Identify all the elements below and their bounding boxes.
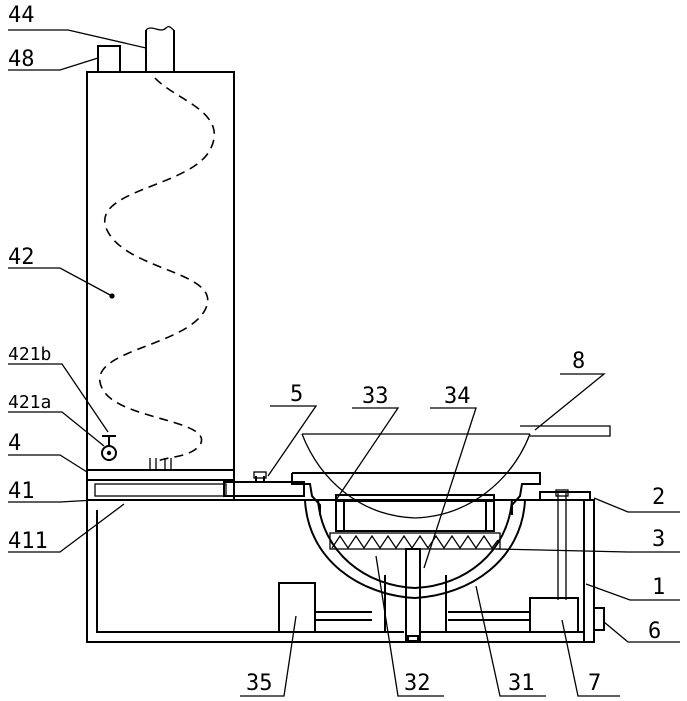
box-35: [279, 583, 315, 632]
label-411: 411: [8, 529, 48, 554]
tank-42: [87, 27, 234, 470]
coil-dashed: [100, 78, 215, 462]
label-34: 34: [444, 384, 471, 409]
label-32: 32: [404, 671, 431, 696]
label-3: 3: [652, 527, 665, 552]
box-7: [530, 598, 578, 632]
label-35: 35: [246, 671, 273, 696]
label-42: 42: [8, 245, 35, 270]
label-44: 44: [8, 3, 35, 28]
label-421a: 421a: [8, 392, 51, 413]
label-6: 6: [648, 619, 661, 644]
label-421b: 421b: [8, 344, 51, 365]
burner-assembly: [292, 426, 610, 642]
label-1: 1: [652, 575, 665, 600]
label-48: 48: [8, 47, 35, 72]
label-7: 7: [588, 671, 601, 696]
label-2: 2: [652, 485, 665, 510]
label-33: 33: [362, 384, 389, 409]
label-31: 31: [508, 671, 535, 696]
label-8: 8: [572, 349, 585, 374]
valve: [102, 436, 116, 460]
label-41: 41: [8, 479, 35, 504]
label-5: 5: [290, 382, 303, 407]
label-4: 4: [8, 431, 21, 456]
